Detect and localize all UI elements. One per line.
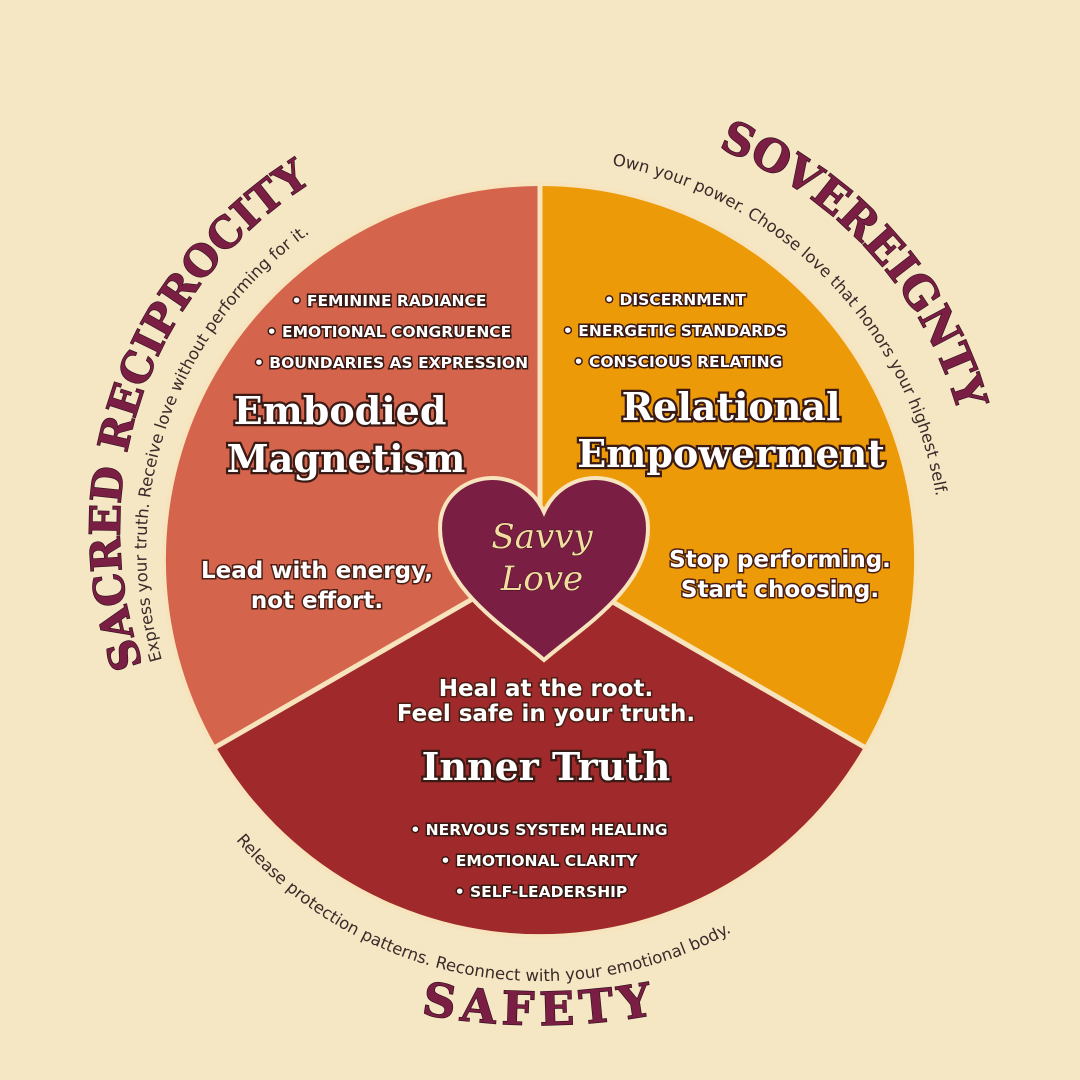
embodied-bullet-3: • BOUNDARIES AS EXPRESSION bbox=[254, 354, 528, 372]
relational-tagline-line-1: Stop performing. bbox=[669, 547, 891, 573]
embodied-magnetism-segment[interactable] bbox=[165, 185, 541, 747]
inner-bullet-2: • EMOTIONAL CLARITY bbox=[441, 852, 639, 870]
relational-tagline-line-2: Start choosing. bbox=[681, 577, 879, 603]
inner-title: Inner Truth bbox=[422, 744, 671, 789]
embodied-bullet-2: • EMOTIONAL CONGRUENCE bbox=[267, 323, 512, 341]
relational-empowerment-segment[interactable] bbox=[540, 185, 915, 747]
logo-line-2: Love bbox=[500, 559, 583, 599]
relational-title-line-1: Relational bbox=[622, 384, 841, 429]
embodied-tagline-line-1: Lead with energy, bbox=[201, 558, 433, 584]
embodied-title-line-1: Embodied bbox=[234, 388, 447, 433]
embodied-bullets: • FEMININE RADIANCE • EMOTIONAL CONGRUEN… bbox=[252, 291, 529, 374]
inner-tagline-line-1: Heal at the root. bbox=[439, 676, 653, 702]
savvy-love-logo: Savvy Love bbox=[437, 475, 651, 663]
relational-bullet-1: • DISCERNMENT bbox=[604, 291, 746, 309]
heart-icon bbox=[437, 475, 651, 663]
relational-bullet-2: • ENERGETIC STANDARDS bbox=[563, 322, 787, 340]
relational-bullets: • DISCERNMENT • ENERGETIC STANDARDS • CO… bbox=[561, 290, 788, 373]
inner-bullet-3: • SELF-LEADERSHIP bbox=[455, 883, 628, 901]
inner-tagline-line-2: Feel safe in your truth. bbox=[397, 701, 695, 727]
embodied-bullet-1: • FEMININE RADIANCE bbox=[292, 292, 487, 310]
embodied-title-line-2: Magnetism bbox=[227, 436, 466, 481]
safety-title: SAFETY bbox=[419, 972, 661, 1037]
relational-bullet-3: • CONSCIOUS RELATING bbox=[574, 353, 783, 371]
inner-bullets: • NERVOUS SYSTEM HEALING • EMOTIONAL CLA… bbox=[409, 820, 669, 903]
relational-title-line-2: Empowerment bbox=[577, 431, 885, 476]
logo-line-1: Savvy bbox=[491, 517, 593, 557]
embodied-tagline-line-2: not effort. bbox=[251, 588, 383, 614]
inner-bullet-1: • NERVOUS SYSTEM HEALING bbox=[410, 821, 667, 839]
